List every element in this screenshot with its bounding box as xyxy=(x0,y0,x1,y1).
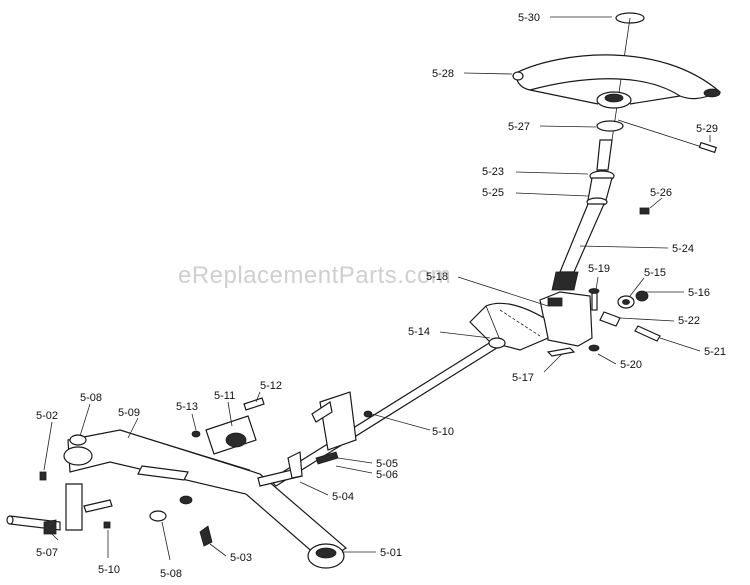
tie-rod xyxy=(257,451,303,487)
label-5-23: 5-23 xyxy=(482,166,504,178)
label-5-05: 5-05 xyxy=(376,458,398,470)
mount-bracket xyxy=(311,391,373,451)
roll-pin xyxy=(617,119,717,154)
washer-lower xyxy=(149,510,167,522)
label-5-17: 5-17 xyxy=(512,372,534,384)
label-5-02: 5-02 xyxy=(36,410,58,422)
label-5-12: 5-12 xyxy=(260,380,282,392)
sector-gear-assembly xyxy=(469,291,593,351)
label-5-15: 5-15 xyxy=(644,267,666,279)
watermark: eReplacementParts.com xyxy=(178,262,451,289)
label-5-16: 5-16 xyxy=(688,287,710,299)
label-5-21: 5-21 xyxy=(704,346,726,358)
bolt-503 xyxy=(199,525,213,547)
bracket-hardware xyxy=(546,288,661,357)
part-labels: 5-30 5-28 5-27 5-29 5-23 5-25 5-26 5-24 … xyxy=(36,12,726,580)
steering-column xyxy=(551,139,615,291)
label-5-22: 5-22 xyxy=(678,315,700,327)
washer xyxy=(69,434,87,446)
spindle xyxy=(6,483,113,535)
label-5-29: 5-29 xyxy=(696,123,718,135)
label-5-04: 5-04 xyxy=(332,491,354,503)
label-5-26: 5-26 xyxy=(650,187,672,199)
label-5-20: 5-20 xyxy=(620,359,642,371)
label-5-30: 5-30 xyxy=(518,12,540,24)
label-5-25: 5-25 xyxy=(482,187,504,199)
label-5-10-lower: 5-10 xyxy=(98,564,120,576)
nut-lower xyxy=(103,521,111,529)
label-5-08-upper: 5-08 xyxy=(80,392,102,404)
steering-wheel xyxy=(512,12,722,141)
label-5-01: 5-01 xyxy=(380,547,402,559)
label-5-14: 5-14 xyxy=(408,326,430,338)
label-5-07: 5-07 xyxy=(36,547,58,559)
bushing xyxy=(596,120,624,132)
label-5-11: 5-11 xyxy=(214,390,235,402)
label-5-19: 5-19 xyxy=(588,263,610,275)
leader-lines xyxy=(43,16,711,561)
nut-513 xyxy=(191,430,201,438)
grease-fitting xyxy=(39,471,47,481)
label-5-10-upper: 5-10 xyxy=(432,426,454,438)
label-5-27: 5-27 xyxy=(508,121,530,133)
label-5-13: 5-13 xyxy=(176,401,198,413)
woodruff-key xyxy=(639,207,650,215)
bolt-512 xyxy=(243,397,265,411)
label-5-06: 5-06 xyxy=(376,469,398,481)
label-5-24: 5-24 xyxy=(672,243,694,255)
label-5-18: 5-18 xyxy=(426,271,448,283)
label-5-28: 5-28 xyxy=(432,68,454,80)
label-5-03: 5-03 xyxy=(230,552,252,564)
front-axle xyxy=(63,429,348,569)
label-5-09: 5-09 xyxy=(118,407,140,419)
steering-arm xyxy=(205,415,257,455)
label-5-08-lower: 5-08 xyxy=(160,568,182,580)
